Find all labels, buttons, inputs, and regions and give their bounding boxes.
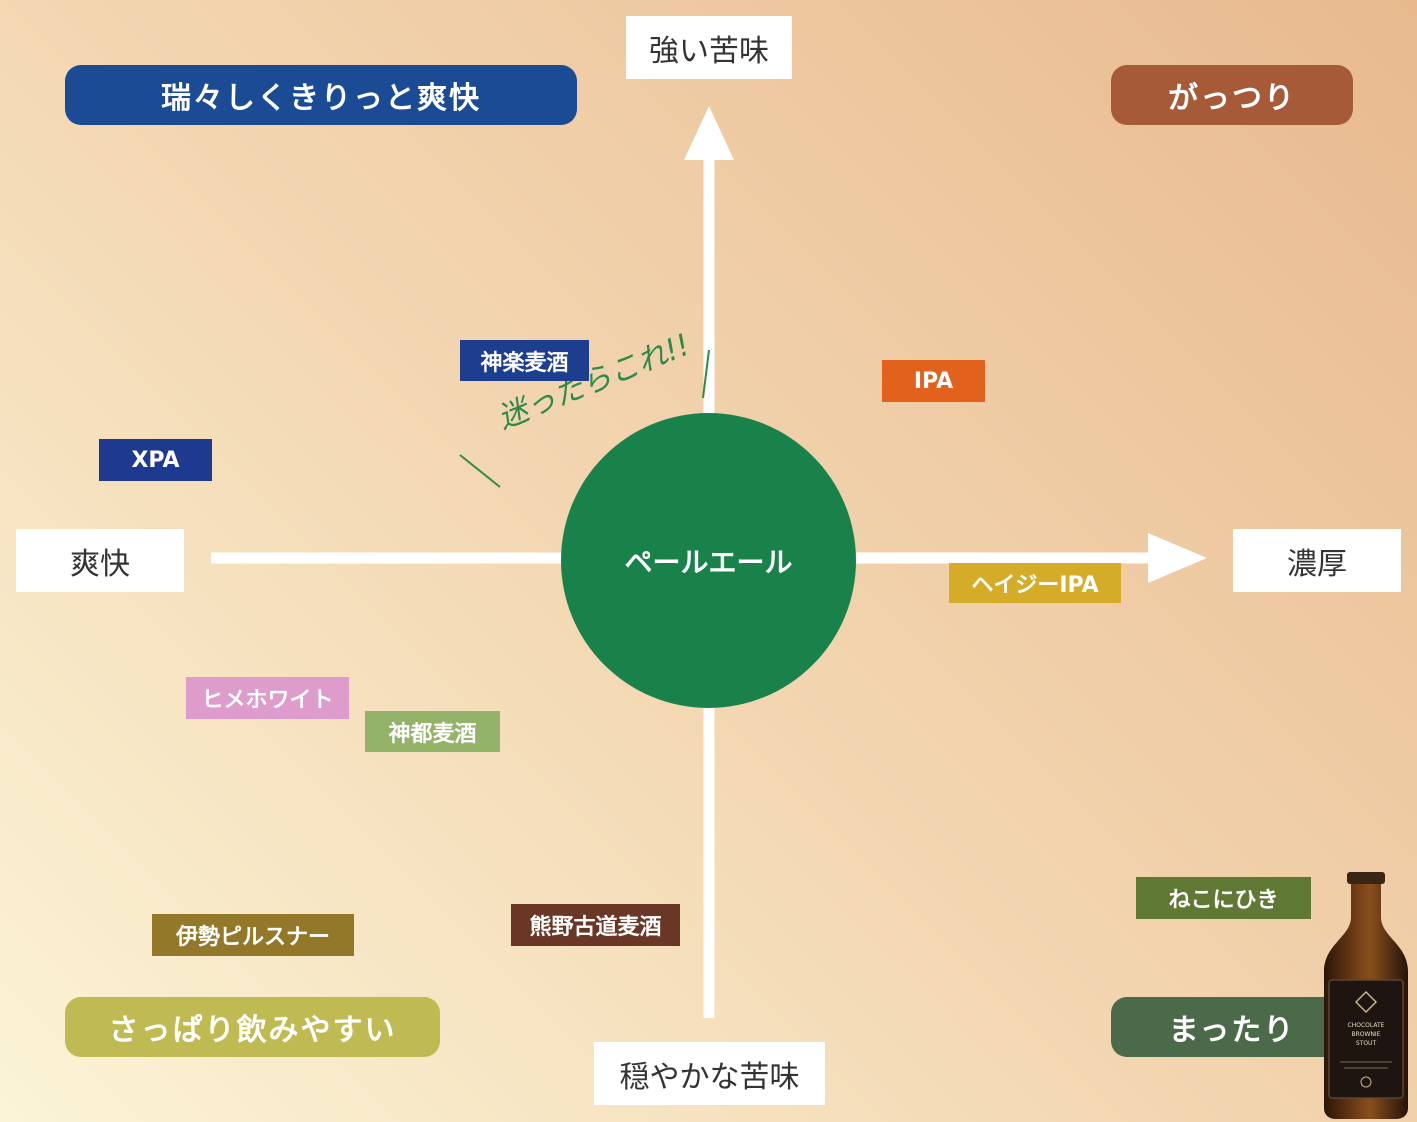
beer-tag-ipa: IPA	[882, 360, 985, 402]
beer-tag-ise-pilsner: 伊勢ピルスナー	[152, 914, 354, 956]
bottle-label-line-3: STOUT	[1356, 1040, 1377, 1047]
right-arrowhead	[1148, 533, 1207, 583]
beer-tag-nekonihiki: ねこにひき	[1136, 877, 1311, 919]
beer-tag-kumano-kodo: 熊野古道麦酒	[511, 904, 680, 946]
corner-mellow: まったり	[1111, 997, 1353, 1057]
corner-hearty: がっつり	[1111, 65, 1353, 125]
bottle-label-line-1: CHOCOLATE	[1348, 1022, 1385, 1029]
note-stroke-left	[459, 454, 501, 488]
corner-refreshing-crisp: 瑞々しくきりっと爽快	[65, 65, 577, 125]
beer-tag-hime-white: ヒメホワイト	[186, 677, 349, 719]
center-pale-ale: ペールエール	[561, 413, 856, 708]
corner-light-easy: さっぱり飲みやすい	[65, 997, 440, 1057]
beer-tag-kagura: 神楽麦酒	[460, 340, 589, 381]
up-arrowhead	[684, 106, 734, 160]
beer-tag-xpa: XPA	[99, 439, 212, 481]
axis-label-bottom: 穏やかな苦味	[594, 1042, 825, 1105]
beer-tag-hazy-ipa: ヘイジーIPA	[949, 563, 1121, 603]
stout-bottle-image: CHOCOLATE BROWNIE STOUT	[1324, 872, 1408, 1119]
axis-label-right: 濃厚	[1233, 529, 1401, 592]
axis-label-left: 爽快	[16, 529, 184, 592]
axis-label-top: 強い苦味	[626, 16, 792, 79]
note-stroke-right	[702, 349, 710, 399]
beer-tag-shinto: 神都麦酒	[365, 711, 500, 752]
bottle-label-line-2: BROWNIE	[1352, 1031, 1381, 1038]
